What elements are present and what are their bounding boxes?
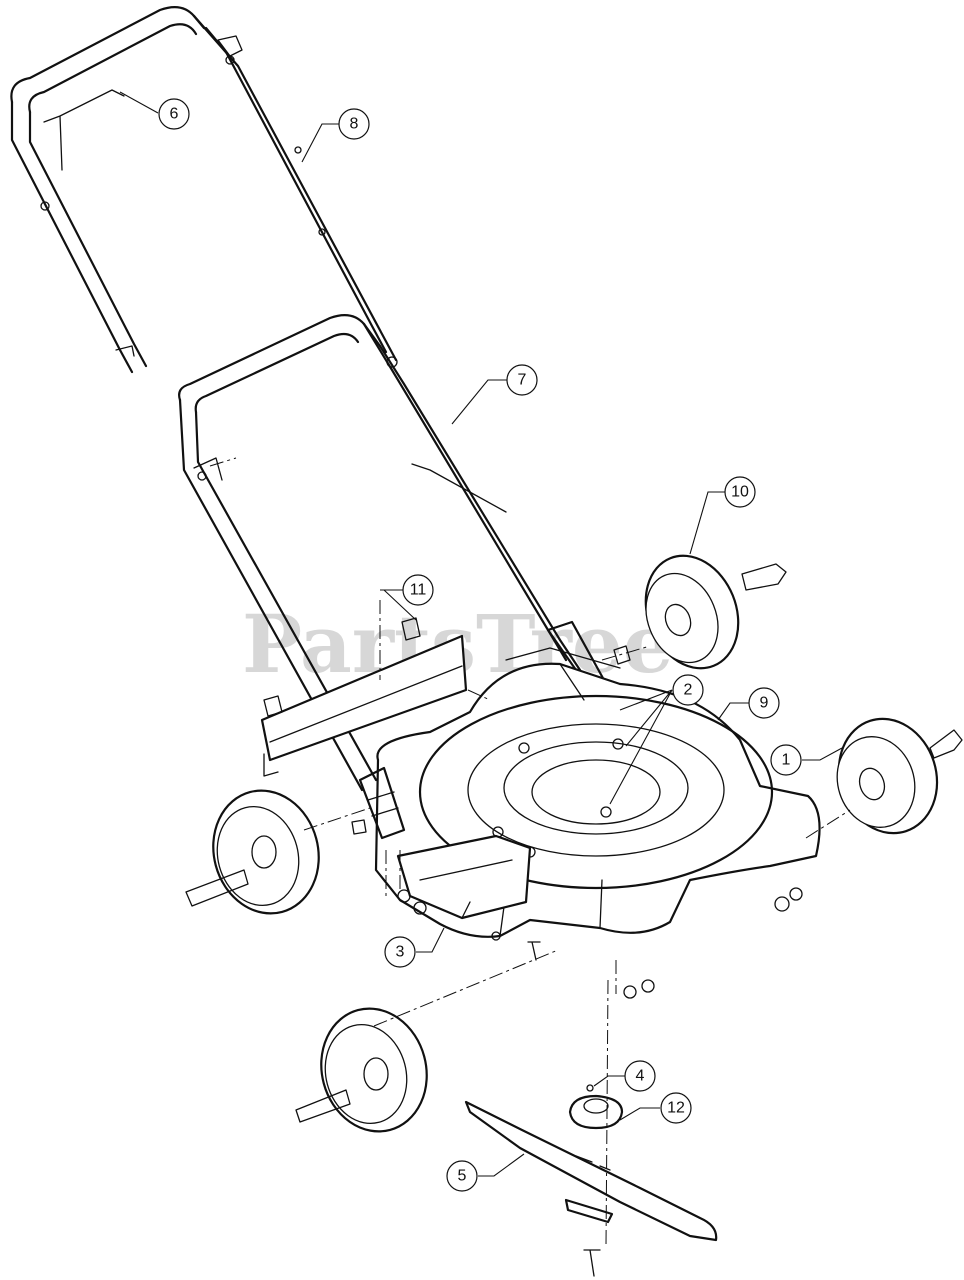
callout-5: 5 <box>446 1160 478 1192</box>
upper-handle <box>10 5 398 374</box>
hardware <box>351 645 803 999</box>
callout-1: 1 <box>770 744 802 776</box>
callout-6-label: 6 <box>170 106 179 123</box>
callout-5-label: 5 <box>458 1168 467 1185</box>
leader-lines <box>119 91 843 1177</box>
height-adjuster-bracket <box>358 766 406 840</box>
callout-10-label: 10 <box>731 484 749 501</box>
callout-12: 12 <box>660 1092 692 1124</box>
callout-12-label: 12 <box>667 1100 685 1117</box>
wheel-front-right <box>836 717 963 835</box>
callout-10: 10 <box>724 476 756 508</box>
control-cable <box>411 463 507 513</box>
callout-3: 3 <box>384 936 416 968</box>
wheel-rear-left <box>185 789 320 915</box>
callout-9-label: 9 <box>760 695 769 712</box>
discharge-door <box>396 834 532 920</box>
callout-7: 7 <box>506 364 538 396</box>
callout-11-label: 11 <box>410 582 427 599</box>
callout-1-label: 1 <box>782 752 791 769</box>
callout-6: 6 <box>158 98 190 130</box>
callout-8: 8 <box>338 108 370 140</box>
callout-9: 9 <box>748 687 780 719</box>
wheel-rear-right <box>644 554 787 670</box>
callout-2-label: 2 <box>684 682 693 699</box>
callout-2: 2 <box>672 674 704 706</box>
callout-4: 4 <box>624 1060 656 1092</box>
assembly-centerlines <box>209 457 851 1247</box>
blade-adapter <box>568 1084 624 1130</box>
callout-11: 11 <box>402 574 434 606</box>
rear-deflector <box>260 617 468 777</box>
callout-7-label: 7 <box>518 372 527 389</box>
callout-4-label: 4 <box>636 1068 645 1085</box>
wheel-front-left <box>295 1007 428 1133</box>
cutting-blade <box>464 1100 718 1277</box>
callout-3-label: 3 <box>396 944 405 961</box>
callout-8-label: 8 <box>350 116 359 133</box>
